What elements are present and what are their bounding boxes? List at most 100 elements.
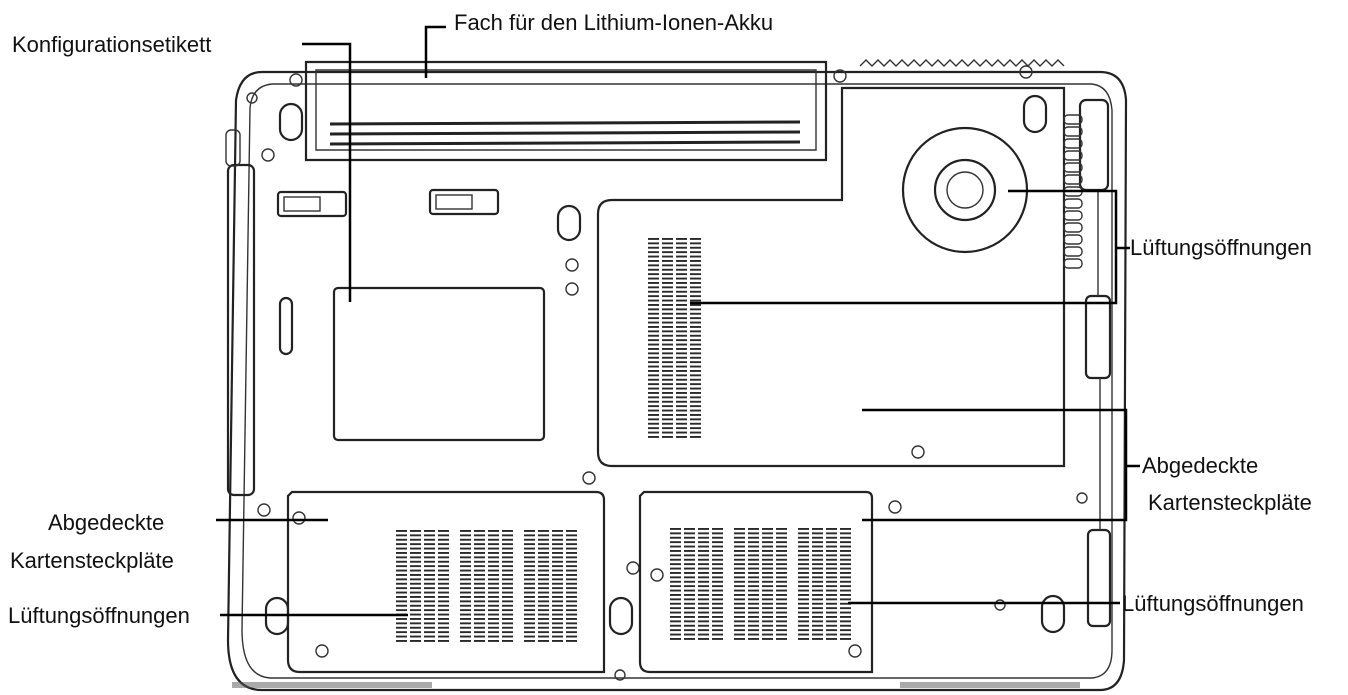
- vent-slot: [798, 602, 809, 605]
- vent-slot: [648, 409, 659, 412]
- vent-slot: [662, 334, 673, 337]
- vent-slot: [538, 574, 549, 576]
- vent-slot: [826, 638, 837, 640]
- vent-slot: [734, 580, 745, 583]
- vent-slot: [424, 534, 435, 537]
- vent-slot: [776, 638, 787, 640]
- vent-slot: [690, 352, 701, 355]
- vent-slot: [474, 538, 485, 541]
- vent-slot: [566, 604, 577, 607]
- vent-slot: [748, 598, 759, 601]
- vent-slot: [712, 624, 723, 627]
- vent-slot: [670, 598, 681, 601]
- vent-slot: [662, 255, 673, 258]
- vent-slot: [502, 552, 513, 554]
- vent-slot: [502, 556, 513, 559]
- vent-slot: [502, 530, 513, 532]
- vent-slot: [840, 616, 851, 618]
- vent-slot: [488, 631, 499, 634]
- vent-slot: [538, 631, 549, 634]
- vent-slot: [776, 576, 787, 579]
- vent-slot: [410, 609, 421, 612]
- vent-slot: [438, 538, 449, 541]
- vent-slot: [748, 558, 759, 561]
- vent-slot: [524, 591, 535, 594]
- vent-slot: [684, 598, 695, 601]
- vent-slot: [488, 622, 499, 625]
- vent-slot: [648, 431, 659, 434]
- vent-slot: [566, 552, 577, 554]
- vent-slot: [712, 611, 723, 614]
- vent-slot: [648, 427, 659, 430]
- vent-slot: [698, 616, 709, 618]
- vent-slot: [698, 541, 709, 544]
- vent-slot: [424, 600, 435, 603]
- vent-slot: [748, 602, 759, 605]
- vent-slot: [798, 624, 809, 627]
- vent-slot: [438, 556, 449, 559]
- vent-slot: [826, 607, 837, 610]
- vent-slot: [524, 556, 535, 559]
- vent-slot: [762, 576, 773, 579]
- vent-slot: [662, 436, 673, 438]
- vent-slot: [502, 618, 513, 620]
- vent-slot: [502, 600, 513, 603]
- vent-slot: [648, 295, 659, 298]
- vent-slot: [438, 596, 449, 598]
- vent-slot: [474, 600, 485, 603]
- vent-slot: [648, 268, 659, 271]
- vent-slot: [460, 560, 471, 563]
- vent-slot: [734, 607, 745, 610]
- vent-slot: [684, 607, 695, 610]
- vent-slot: [460, 543, 471, 546]
- vent-slot: [676, 348, 687, 350]
- vent-slot: [438, 530, 449, 532]
- vent-slot: [690, 365, 701, 368]
- vent-slot: [648, 418, 659, 421]
- vent-slot: [676, 396, 687, 399]
- vent-slot: [460, 631, 471, 634]
- vent-slot: [762, 598, 773, 601]
- vent-slot: [698, 624, 709, 627]
- vent-slot: [826, 589, 837, 592]
- vent-slot: [538, 640, 549, 642]
- vent-slot: [648, 246, 659, 249]
- vent-slot: [748, 607, 759, 610]
- vent-slot: [698, 558, 709, 561]
- vent-slot: [676, 299, 687, 302]
- vent-slot: [648, 238, 659, 240]
- vent-slot: [684, 541, 695, 544]
- vent-slot: [474, 604, 485, 607]
- vent-slot: [438, 552, 449, 554]
- vent-slot: [538, 552, 549, 554]
- vent-slot: [734, 554, 745, 557]
- vent-slot: [538, 534, 549, 537]
- label-covered-slots-right-2: Kartensteckpläte: [1148, 490, 1312, 515]
- vent-slot: [524, 574, 535, 576]
- vent-slot: [748, 563, 759, 566]
- vent-slot: [734, 563, 745, 566]
- vent-slot: [648, 396, 659, 399]
- vent-slot: [502, 587, 513, 590]
- vent-slot: [734, 585, 745, 588]
- vent-slot: [396, 578, 407, 581]
- vent-slot: [748, 572, 759, 574]
- vent-slot: [502, 574, 513, 576]
- vent-slot: [474, 626, 485, 629]
- vent-slot: [538, 547, 549, 550]
- vent-slot: [424, 565, 435, 568]
- vent-slot: [676, 436, 687, 438]
- vent-slot: [566, 538, 577, 541]
- vent-slot: [776, 629, 787, 632]
- vent-slot: [712, 563, 723, 566]
- vent-slot: [396, 543, 407, 546]
- vent-slot: [538, 618, 549, 620]
- vent-slot: [438, 534, 449, 537]
- vent-slot: [840, 589, 851, 592]
- vent-slot: [552, 591, 563, 594]
- vent-slot: [712, 616, 723, 618]
- vent-slot: [690, 304, 701, 306]
- vent-slot: [552, 635, 563, 638]
- vent-slot: [662, 431, 673, 434]
- vent-slot: [826, 629, 837, 632]
